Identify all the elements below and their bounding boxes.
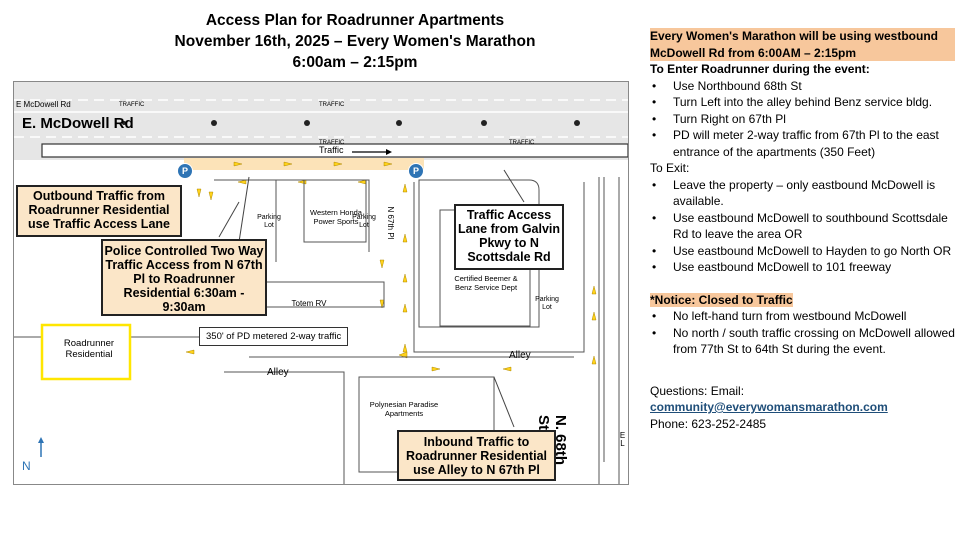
- runner-icons: [122, 120, 580, 126]
- inbound-callout: Inbound Traffic to Roadrunner Residentia…: [397, 430, 556, 481]
- parking-lot-label-2: Parking Lot: [352, 214, 376, 229]
- alley-label-2: Alley: [267, 367, 289, 378]
- roadrunner-label: Roadrunner Residential: [63, 338, 115, 360]
- notice-item: No left-hand turn from westbound McDowel…: [650, 308, 955, 325]
- traffic-label-2: TRAFFIC: [319, 102, 345, 108]
- parking-lot-label-1: Parking Lot: [257, 214, 281, 229]
- north-label: N: [22, 459, 31, 473]
- n68-label: N. 68th St: [535, 415, 569, 466]
- info-panel: Every Women's Marathon will be using wes…: [650, 28, 955, 432]
- enter-item: PD will meter 2-way traffic from 67th Pl…: [650, 127, 955, 160]
- exit-list: Leave the property – only eastbound McDo…: [650, 177, 955, 276]
- access-map: E McDowell Rd TRAFFIC TRAFFIC TRAFFIC TR…: [13, 81, 629, 485]
- outbound-callout: Outbound Traffic from Roadrunner Residen…: [16, 185, 182, 237]
- exit-item: Use eastbound McDowell to 101 freeway: [650, 259, 955, 276]
- roadrunner-box: [40, 323, 132, 381]
- notice-list: No left-hand turn from westbound McDowel…: [650, 308, 955, 358]
- enter-item: Turn Right on 67th Pl: [650, 111, 955, 128]
- traffic-label-4: TRAFFIC: [509, 140, 535, 146]
- mcdowell-label: E. McDowell Rd: [22, 115, 134, 132]
- metered-label: 350' of PD metered 2-way traffic: [199, 327, 349, 346]
- title-line-3: 6:00am – 2:15pm: [292, 54, 418, 71]
- access-lane-highlight: [184, 158, 424, 170]
- title-line-2: November 16th, 2025 – Every Women's Mara…: [174, 33, 536, 50]
- beemer-label: Certified Beemer & Benz Service Dept: [454, 274, 518, 292]
- notice-title: *Notice: Closed to Traffic: [650, 292, 793, 307]
- traffic-lane-label: Traffic: [319, 145, 344, 155]
- exit-item: Use eastbound McDowell to southbound Sco…: [650, 210, 955, 243]
- parking-icon-west: P: [177, 163, 193, 179]
- totem-label: Totem RV: [291, 299, 327, 308]
- el-label: E L: [619, 431, 626, 448]
- email-link[interactable]: community@everywomansmarathon.com: [650, 400, 888, 414]
- exit-title: To Exit:: [650, 161, 690, 175]
- traffic-label-1: TRAFFIC: [119, 102, 145, 108]
- alley-label-1: Alley: [509, 350, 531, 361]
- n67-label: N 67th Pl: [386, 206, 395, 240]
- questions-label: Questions: Email:: [650, 383, 745, 398]
- traffic-label-3: TRAFFIC: [319, 140, 345, 146]
- enter-title: To Enter Roadrunner during the event:: [650, 62, 870, 76]
- enter-item: Use Northbound 68th St: [650, 78, 955, 95]
- enter-item: Turn Left into the alley behind Benz ser…: [650, 94, 955, 111]
- police-callout: Police Controlled Two Way Traffic Access…: [101, 239, 267, 316]
- honda-label: Western Honda Power Sports: [310, 208, 362, 226]
- page-title: Access Plan for Roadrunner Apartments No…: [150, 10, 560, 73]
- exit-item: Leave the property – only eastbound McDo…: [650, 177, 955, 210]
- map-drawing: [14, 82, 628, 484]
- notice-item: No north / south traffic crossing on McD…: [650, 325, 955, 358]
- enter-list: Use Northbound 68th St Turn Left into th…: [650, 78, 955, 161]
- parking-lot-label-3: Parking Lot: [535, 296, 559, 311]
- exit-item: Use eastbound McDowell to Hayden to go N…: [650, 243, 955, 260]
- traffic-access-lane: [41, 143, 628, 158]
- polynesian-label: Polynesian Paradise Apartments: [369, 400, 439, 418]
- access-lane-callout: Traffic Access Lane from Galvin Pkwy to …: [454, 204, 564, 270]
- event-heading: Every Women's Marathon will be using wes…: [650, 28, 955, 61]
- phone-label: Phone: 623-252-2485: [650, 416, 767, 431]
- parking-icon-east: P: [408, 163, 424, 179]
- title-line-1: Access Plan for Roadrunner Apartments: [205, 12, 505, 29]
- street-label-small: E McDowell Rd: [16, 100, 71, 109]
